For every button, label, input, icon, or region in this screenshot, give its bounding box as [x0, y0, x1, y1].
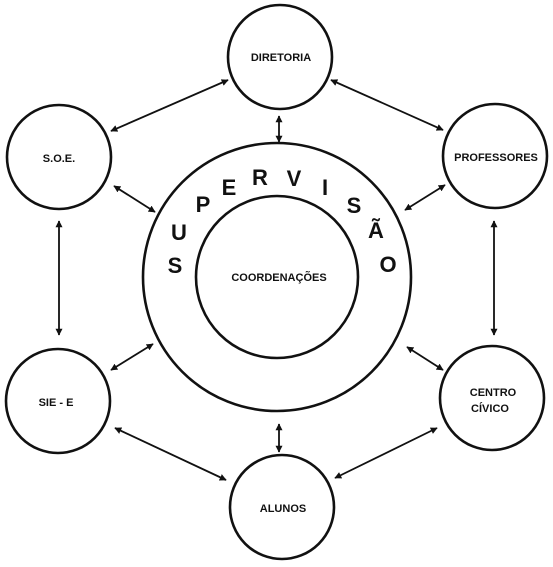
arrow-diretoria-professores: [331, 80, 443, 130]
node-centro-civico: CENTRO CÍVICO: [440, 346, 544, 450]
arrow-sie-e-supervisao: [111, 344, 153, 370]
node-soe: S.O.E.: [7, 105, 111, 209]
ring-letter: E: [222, 175, 237, 200]
arrow-professores-supervisao: [405, 185, 445, 210]
node-label: SIE - E: [39, 397, 74, 409]
arrow-alunos-centro-civico: [335, 428, 437, 478]
ring-letter: Ã: [368, 218, 384, 243]
ring-letter: S: [347, 193, 362, 218]
ring-letter: U: [171, 220, 187, 245]
coordenacoes-label: COORDENAÇÕES: [231, 271, 326, 284]
ring-letter: P: [196, 192, 211, 217]
ring-letter: S: [168, 253, 183, 278]
node-label: DIRETORIA: [251, 52, 311, 64]
node-label: ALUNOS: [260, 503, 306, 515]
arrow-centro-civico-supervisao: [407, 347, 443, 370]
node-alunos: ALUNOS: [230, 455, 334, 559]
ring-letter: V: [287, 166, 302, 191]
arrow-sie-e-alunos: [115, 428, 226, 480]
node-diretoria: DIRETORIA: [228, 5, 332, 109]
ring-letter: R: [252, 165, 268, 190]
node-label: CÍVICO: [471, 402, 509, 415]
node-label: CENTRO: [470, 387, 517, 399]
node-label: PROFESSORES: [454, 152, 538, 164]
node-label: S.O.E.: [43, 153, 75, 165]
node-sie-e: SIE - E: [6, 349, 110, 453]
node-professores: PROFESSORES: [443, 104, 547, 208]
arrow-soe-diretoria: [111, 80, 228, 131]
ring-letter: I: [322, 175, 328, 200]
ring-letter: O: [379, 252, 396, 277]
arrow-soe-supervisao: [114, 186, 155, 212]
